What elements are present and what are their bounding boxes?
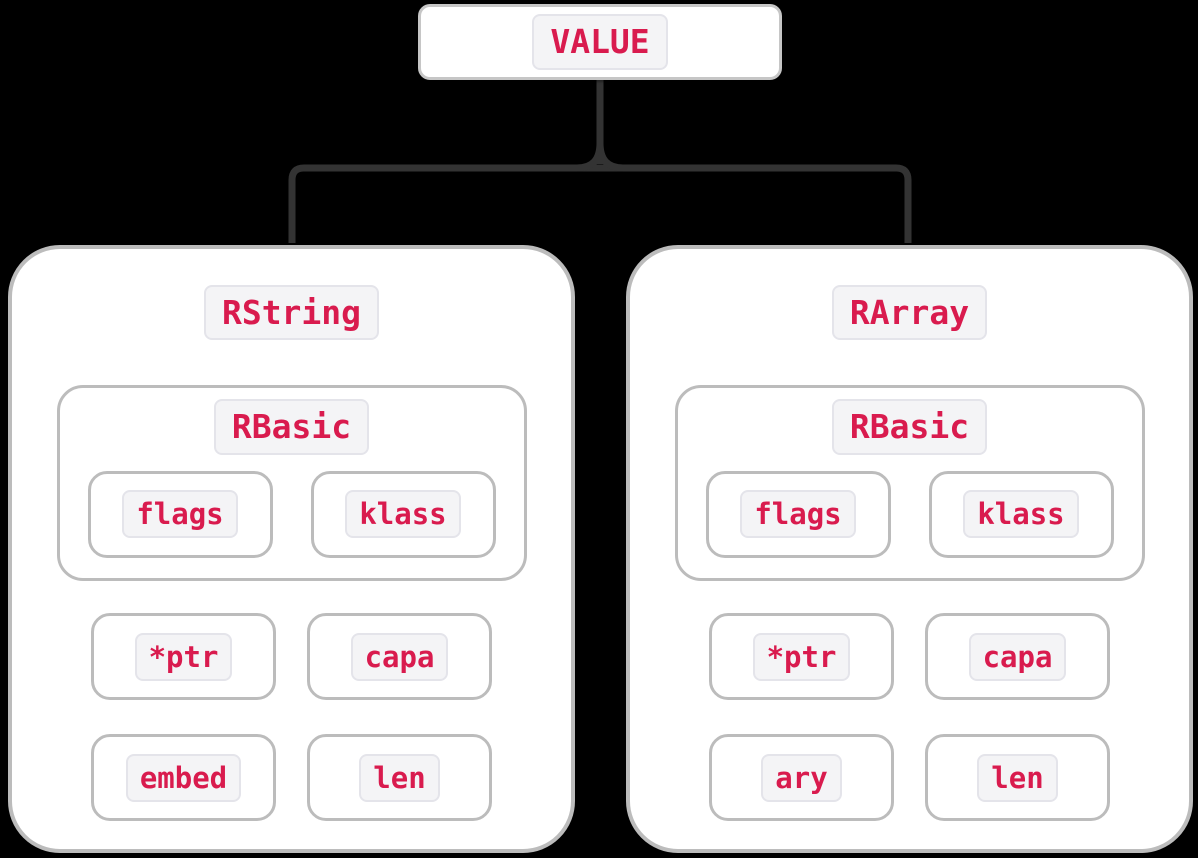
rstring-capa-box: capa [307, 613, 492, 701]
rarray-rbasic-fields-row: flags klass [678, 470, 1142, 558]
rstring-klass-box: klass [310, 470, 496, 558]
rstring-ptr-box: *ptr [91, 613, 276, 701]
rarray-klass-label: klass [963, 489, 1079, 539]
rarray-ptr-label: *ptr [752, 632, 851, 681]
rarray-len-box: len [925, 734, 1110, 822]
rstring-klass-label: klass [345, 489, 461, 539]
connector-flare-right [596, 142, 624, 172]
rstring-embed-box: embed [91, 734, 276, 822]
rarray-capa-box: capa [925, 613, 1110, 701]
rarray-fields-row-1: *ptr capa [630, 613, 1189, 701]
rarray-ary-label: ary [761, 753, 842, 802]
value-node-label: VALUE [532, 14, 668, 70]
rstring-capa-label: capa [350, 632, 449, 681]
rstring-title: RString [203, 285, 380, 341]
rstring-rbasic-label: RBasic [213, 399, 370, 455]
rstring-embed-label: embed [125, 753, 242, 802]
rarray-node: RArray RBasic flags klass *ptr capa a [626, 245, 1193, 853]
rstring-node: RString RBasic flags klass *ptr capa [8, 245, 575, 853]
rstring-rbasic-box: RBasic flags klass [56, 385, 527, 582]
rarray-fields-row-2: ary len [630, 734, 1189, 822]
rarray-rbasic-label: RBasic [831, 399, 988, 455]
rarray-klass-box: klass [928, 470, 1114, 558]
rstring-flags-box: flags [87, 470, 273, 558]
rstring-rbasic-fields-row: flags klass [60, 470, 524, 558]
value-node: VALUE [418, 4, 782, 80]
rstring-flags-label: flags [122, 489, 238, 539]
rarray-rbasic-box: RBasic flags klass [674, 385, 1145, 582]
rarray-ary-box: ary [709, 734, 894, 822]
connector-bracket [288, 164, 912, 243]
rarray-title: RArray [831, 285, 988, 341]
rarray-ptr-box: *ptr [709, 613, 894, 701]
rarray-len-label: len [977, 753, 1058, 802]
connector-flare-left [576, 142, 604, 172]
rstring-ptr-label: *ptr [134, 632, 233, 681]
rstring-len-label: len [359, 753, 440, 802]
rstring-fields-row-2: embed len [12, 734, 571, 822]
rstring-len-box: len [307, 734, 492, 822]
rarray-capa-label: capa [968, 632, 1067, 681]
rarray-flags-box: flags [705, 470, 891, 558]
rarray-flags-label: flags [740, 489, 856, 539]
rstring-fields-row-1: *ptr capa [12, 613, 571, 701]
